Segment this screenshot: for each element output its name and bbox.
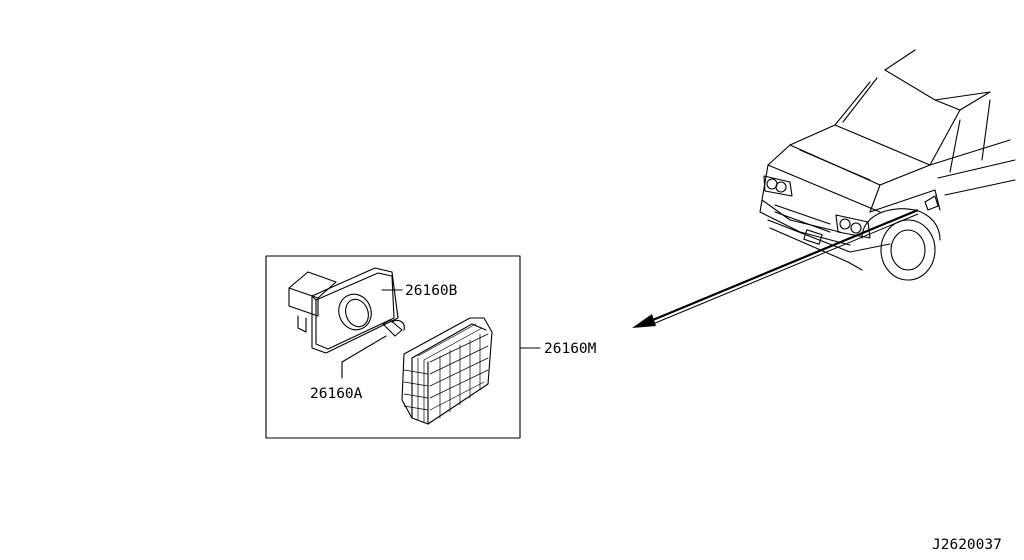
- vehicle-front-icon: [759, 49, 1016, 281]
- diagram-code: J2620037: [932, 537, 1002, 553]
- location-arrow-icon: [632, 208, 919, 328]
- bulb-icon: [382, 319, 405, 337]
- part-label-26160b: 26160B: [405, 283, 458, 299]
- side-marker-lens-icon: [401, 317, 493, 425]
- part-label-26160m: 26160M: [544, 341, 597, 357]
- part-label-26160a: 26160A: [310, 386, 363, 402]
- parts-frame: [265, 255, 521, 439]
- lamp-socket-icon: [288, 267, 399, 354]
- leader-line-part-a: [341, 335, 387, 379]
